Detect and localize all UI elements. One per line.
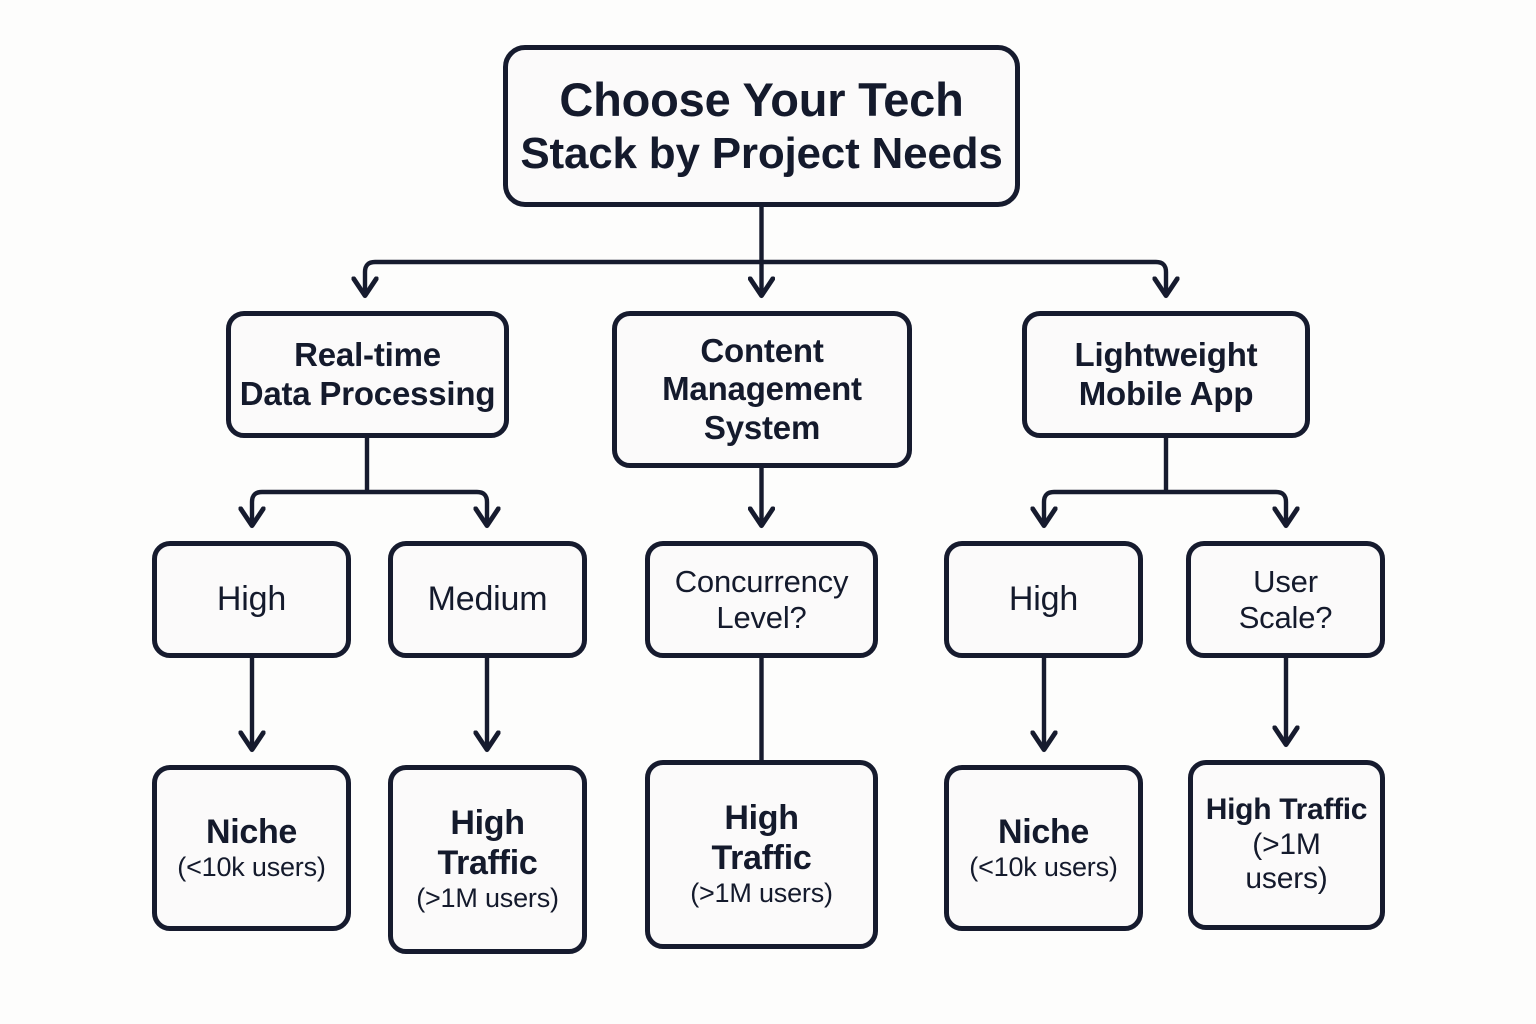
node-leaf-high-traffic-realtime-title1: High xyxy=(450,804,525,843)
edge-realtime-to-medium xyxy=(367,489,487,525)
node-leaf-high-traffic-realtime-title2: Traffic xyxy=(437,843,538,882)
node-lightweight-line1: Lightweight xyxy=(1074,336,1258,374)
node-leaf-high-traffic-lightweight-detail2: users) xyxy=(1245,862,1328,896)
node-root-line1: Choose Your Tech xyxy=(559,73,964,127)
node-lightweight-high-label: High xyxy=(1008,579,1079,618)
node-real-time-line1: Real-time xyxy=(294,336,441,374)
node-real-time-high-label: High xyxy=(216,579,287,618)
edge-realtime-to-high xyxy=(252,489,367,525)
node-leaf-niche-lightweight[interactable]: Niche (<10k users) xyxy=(944,765,1143,931)
node-cms-line1: Content xyxy=(700,332,824,370)
node-user-scale-line2: Scale? xyxy=(1238,599,1333,635)
node-leaf-niche-realtime[interactable]: Niche (<10k users) xyxy=(152,765,351,931)
node-concurrency-line1: Concurrency xyxy=(674,563,849,599)
node-leaf-high-traffic-cms[interactable]: High Traffic (>1M users) xyxy=(645,760,878,949)
node-real-time-data-processing[interactable]: Real-time Data Processing xyxy=(226,311,509,438)
node-root-line2: Stack by Project Needs xyxy=(520,128,1003,178)
node-real-time-medium-label: Medium xyxy=(427,579,548,618)
node-leaf-high-traffic-cms-title1: High xyxy=(724,799,799,838)
node-leaf-niche-realtime-detail: (<10k users) xyxy=(177,852,326,883)
node-root-title[interactable]: Choose Your Tech Stack by Project Needs xyxy=(503,45,1020,207)
edge-root-to-realtime xyxy=(365,259,762,295)
edge-lightweight-to-high xyxy=(1044,489,1166,525)
node-user-scale-line1: User xyxy=(1253,563,1318,599)
node-leaf-high-traffic-cms-title2: Traffic xyxy=(711,838,812,877)
node-real-time-line2: Data Processing xyxy=(239,374,496,412)
node-leaf-high-traffic-lightweight[interactable]: High Traffic (>1M users) xyxy=(1188,760,1385,930)
node-concurrency-line2: Level? xyxy=(716,599,807,635)
node-lightweight-mobile-app[interactable]: Lightweight Mobile App xyxy=(1022,311,1310,438)
node-real-time-medium[interactable]: Medium xyxy=(388,541,587,658)
node-user-scale[interactable]: User Scale? xyxy=(1186,541,1385,658)
node-cms-line2: Management xyxy=(662,370,862,408)
node-leaf-high-traffic-cms-detail: (>1M users) xyxy=(690,878,833,909)
node-leaf-high-traffic-lightweight-title: High Traffic xyxy=(1205,792,1368,826)
node-lightweight-line2: Mobile App xyxy=(1078,374,1254,412)
node-leaf-high-traffic-lightweight-detail1: (>1M xyxy=(1252,827,1321,861)
node-leaf-niche-lightweight-detail: (<10k users) xyxy=(969,852,1118,883)
node-leaf-high-traffic-realtime-detail: (>1M users) xyxy=(416,883,559,914)
node-real-time-high[interactable]: High xyxy=(152,541,351,658)
node-cms-line3: System xyxy=(703,408,821,446)
edge-lightweight-to-scale xyxy=(1166,489,1286,525)
node-lightweight-high[interactable]: High xyxy=(944,541,1143,658)
node-content-management-system[interactable]: Content Management System xyxy=(612,311,912,468)
node-leaf-niche-lightweight-title: Niche xyxy=(997,812,1090,851)
node-leaf-niche-realtime-title: Niche xyxy=(205,812,298,851)
edge-root-to-lightweight xyxy=(761,259,1167,295)
node-concurrency-level[interactable]: Concurrency Level? xyxy=(645,541,878,658)
node-leaf-high-traffic-realtime[interactable]: High Traffic (>1M users) xyxy=(388,765,587,954)
